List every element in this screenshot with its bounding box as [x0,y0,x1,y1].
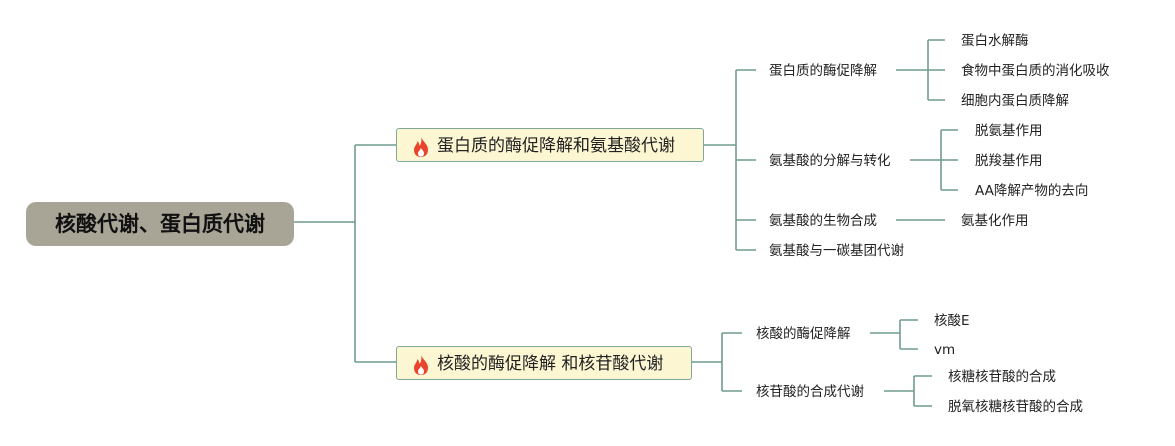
subtopic-node[interactable]: 细胞内蛋白质降解 [961,93,1069,109]
branch-label: 蛋白质的酶促降解和氨基酸代谢 [437,136,675,156]
topic-node[interactable]: 氨基酸与一碳基团代谢 [769,243,904,259]
root-node[interactable]: 核酸代谢、蛋白质代谢 [26,202,294,246]
topic-node[interactable]: 氨基酸的生物合成 [769,213,877,229]
subtopic-node[interactable]: 核酸E [934,313,970,329]
fire-icon [414,355,428,375]
topic-node[interactable]: 核酸的酶促降解 [756,326,851,342]
topic-node[interactable]: 核苷酸的合成代谢 [756,384,864,400]
branch-node-nucleic[interactable]: 核酸的酶促降解 和核苷酸代谢 [396,346,692,380]
fire-icon [414,137,428,157]
branch-label: 核酸的酶促降解 和核苷酸代谢 [437,354,664,374]
topic-node[interactable]: 氨基酸的分解与转化 [769,153,891,169]
subtopic-node[interactable]: 食物中蛋白质的消化吸收 [961,63,1110,79]
topic-node[interactable]: 蛋白质的酶促降解 [769,63,877,79]
subtopic-node[interactable]: 脱氧核糖核苷酸的合成 [948,399,1083,415]
branch-node-protein[interactable]: 蛋白质的酶促降解和氨基酸代谢 [396,128,704,162]
subtopic-node[interactable]: 脱羧基作用 [975,153,1043,169]
subtopic-node[interactable]: 核糖核苷酸的合成 [948,369,1056,385]
subtopic-node[interactable]: 脱氨基作用 [975,123,1043,139]
subtopic-node[interactable]: 氨基化作用 [961,213,1029,229]
subtopic-node[interactable]: vm [934,342,956,358]
subtopic-node[interactable]: AA降解产物的去向 [975,183,1089,199]
subtopic-node[interactable]: 蛋白水解酶 [961,33,1029,49]
